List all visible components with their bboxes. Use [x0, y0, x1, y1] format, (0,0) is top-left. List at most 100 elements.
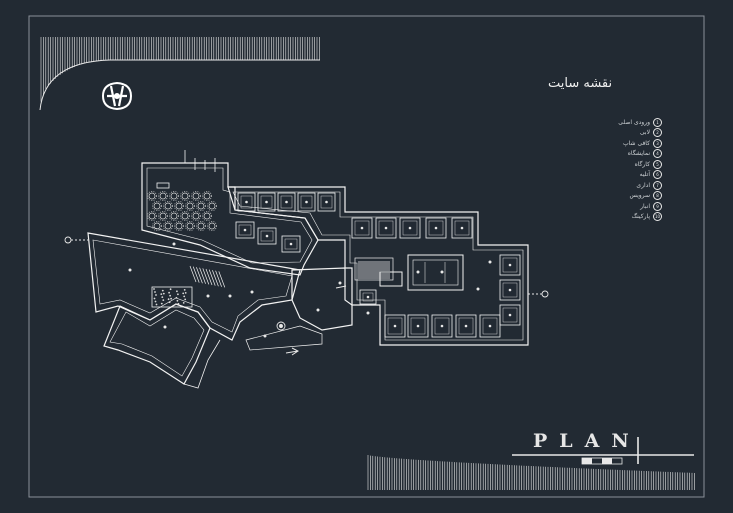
- cafe-table: [147, 211, 157, 221]
- office-cubicle: [257, 192, 276, 212]
- office-cubicle: [297, 192, 316, 212]
- legend-item-label: کارگاه: [634, 160, 650, 168]
- cafe-table: [169, 211, 179, 221]
- office-cubicle: [281, 235, 301, 253]
- legend-item-number: 1: [653, 117, 662, 127]
- emblem-icon: [101, 81, 133, 111]
- wall-office-row-top: [227, 186, 529, 346]
- cafe-table: [163, 201, 173, 211]
- title-block-curve: [39, 59, 320, 111]
- legend-item-label: نمایشگاه: [627, 150, 650, 158]
- cafe-table: [174, 221, 184, 231]
- office-cubicle: [317, 192, 336, 212]
- title-block-hatch-top: [40, 37, 320, 102]
- office-cubicle: [407, 314, 429, 338]
- entry-arrow-icon: [285, 285, 347, 356]
- cafe-table: [196, 221, 206, 231]
- cafe-table: [191, 191, 201, 201]
- office-cubicle: [384, 314, 406, 338]
- title-block-hatch-bottom: [367, 455, 695, 490]
- cafe-table: [207, 201, 217, 211]
- office-cubicle: [277, 192, 296, 212]
- legend-item-label: لابی: [639, 129, 650, 137]
- room-tag: [128, 268, 132, 272]
- office-cubicle: [351, 217, 373, 239]
- wall-cafe-inner: [146, 167, 313, 264]
- drawing-title-fa: نقشه سایت: [548, 76, 613, 91]
- legend-item-number: 6: [653, 170, 662, 180]
- wall-diagonal-inner: [92, 239, 293, 333]
- cafe-table: [202, 211, 212, 221]
- office-cubicle: [451, 217, 473, 239]
- office-cubicle: [237, 192, 256, 212]
- cafe-table: [169, 191, 179, 201]
- cafe-table: [158, 211, 168, 221]
- office-cubicle: [359, 289, 377, 305]
- floor-plan: [87, 150, 529, 389]
- cafe-table: [207, 221, 217, 231]
- office-cubicle: [479, 314, 501, 338]
- cafe-table: [152, 201, 162, 211]
- room-tag: [416, 270, 420, 274]
- legend-item-number: 8: [653, 191, 662, 201]
- legend-item-label: سرویس: [629, 192, 650, 200]
- legend-item-label: پارکینگ: [631, 213, 650, 221]
- cafe-table: [152, 221, 162, 231]
- office-cubicle: [499, 279, 521, 301]
- legend-item-number: 3: [653, 138, 662, 148]
- room-tag: [316, 308, 320, 312]
- legend-item-number: 9: [653, 201, 662, 211]
- office-cubicle: [235, 221, 255, 239]
- legend-item-label: کافی شاپ: [623, 139, 650, 147]
- office-cubicle: [425, 217, 447, 239]
- cafe-table: [191, 211, 201, 221]
- cafe-table: [158, 191, 168, 201]
- room-tag: [250, 290, 254, 294]
- cafe-table: [202, 191, 212, 201]
- room-tag: [172, 242, 176, 246]
- room-tag: [206, 294, 210, 298]
- wall-lobby: [291, 267, 353, 331]
- office-cubicle: [455, 314, 477, 338]
- cafe-table: [196, 201, 206, 211]
- office-cubicle: [431, 314, 453, 338]
- meeting-rooms: [379, 254, 464, 291]
- exhibit-hatch: [151, 286, 193, 308]
- office-cubicle: [375, 217, 397, 239]
- legend-item-label: آتلیه: [639, 171, 650, 179]
- legend-item-number: 5: [653, 159, 662, 169]
- legend-item-label: انبار: [640, 202, 650, 210]
- room-tag: [440, 270, 444, 274]
- legend-item-number: 2: [653, 128, 662, 138]
- staircase-lobby: [354, 257, 394, 281]
- room-tag: [163, 325, 167, 329]
- cafe-table: [180, 211, 190, 221]
- cafe-table: [163, 221, 173, 231]
- cafe-table: [185, 201, 195, 211]
- office-cubicles: [235, 192, 521, 338]
- scale-bar: [581, 457, 623, 465]
- legend-item-number: 7: [653, 180, 662, 190]
- cafe-table: [180, 191, 190, 201]
- staircase-main: [189, 265, 226, 288]
- office-cubicle: [399, 217, 421, 239]
- legend-item-number: 4: [653, 149, 662, 159]
- legend-item-label: اداری: [636, 181, 650, 189]
- room-tag: [228, 294, 232, 298]
- plan-title: PLAN: [533, 430, 641, 452]
- room-tag: [338, 281, 342, 285]
- office-cubicle: [499, 304, 521, 326]
- room-tag: [476, 287, 480, 291]
- cafe-table: [174, 201, 184, 211]
